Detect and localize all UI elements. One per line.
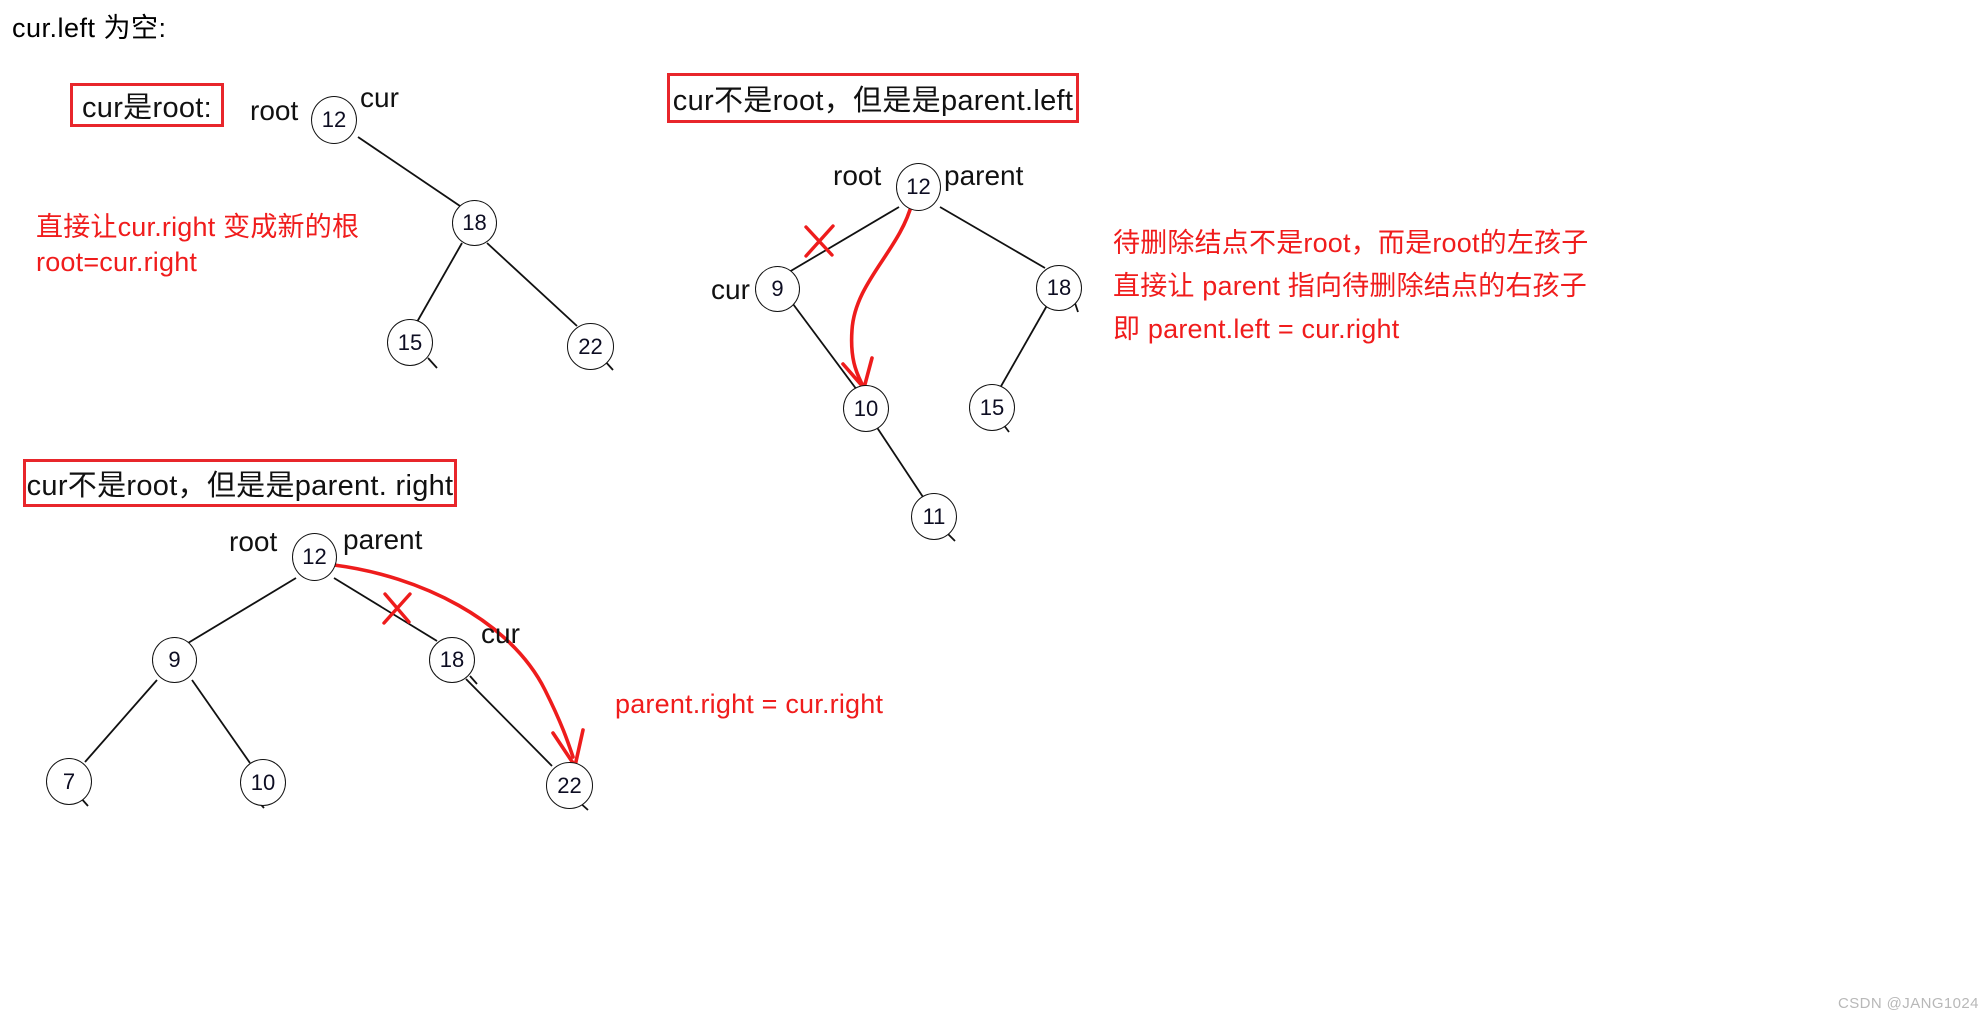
case3-root-tag: root: [229, 526, 278, 557]
tick-18: [469, 675, 478, 685]
tick-18r: [1074, 302, 1079, 313]
case3-node-10-value: 10: [250, 769, 276, 795]
case3-note-line1: parent.right = cur.right: [615, 689, 884, 719]
case3-cur-tag: cur: [481, 618, 520, 649]
case1-node-15-value: 15: [397, 329, 423, 355]
case2-node-12: 12: [896, 163, 941, 211]
edge-12-9: [187, 577, 297, 644]
edge-18-22: [465, 678, 553, 767]
edge-18-15: [416, 242, 463, 323]
edge-9-10: [191, 679, 251, 764]
case2-node-12-value: 12: [906, 174, 931, 199]
case1-note-line2: root=cur.right: [36, 247, 198, 277]
csdn-watermark: CSDN @JANG1024: [1838, 995, 1979, 1012]
case2-edges: [788, 206, 1079, 542]
case3-node-22-value: 22: [557, 772, 582, 798]
case2-node-18-value: 18: [1046, 275, 1072, 300]
case3-node-7: 7: [46, 758, 92, 805]
case2-node-11-value: 11: [922, 503, 946, 529]
case2-parent-tag: parent: [944, 160, 1024, 191]
case2-node-10: 10: [843, 385, 889, 432]
case1-node-22: 22: [567, 323, 614, 370]
case3-caption-label: cur不是root，但是是parent. right: [26, 470, 454, 502]
edge-12-18: [333, 577, 438, 642]
case3-node-18: 18: [429, 637, 475, 683]
edge-12-9: [788, 206, 900, 273]
case2-cur-tag: cur: [711, 274, 750, 305]
case3-node-18-value: 18: [439, 647, 465, 672]
case1-cur-tag: cur: [360, 82, 399, 113]
case2-node-18: 18: [1036, 265, 1082, 311]
case1-caption-label: cur是root:: [82, 92, 213, 124]
case1-node-22-value: 22: [578, 333, 603, 359]
case3-node-12: 12: [292, 533, 337, 581]
case2-node-9-value: 9: [771, 276, 784, 301]
case2-note-line3: 即 parent.left = cur.right: [1113, 314, 1400, 344]
case3-edges: [79, 577, 589, 811]
case1-root-tag: root: [250, 95, 299, 126]
case2-redirect-arrow: [841, 201, 914, 390]
case1-node-18: 18: [452, 200, 497, 246]
case2-note-line1: 待删除结点不是root，而是root的左孩子: [1113, 228, 1589, 258]
edge-12-18: [357, 136, 461, 207]
case1-node-18-value: 18: [462, 210, 487, 235]
case1-caption-box: cur是root:: [70, 83, 224, 127]
case3-node-7-value: 7: [62, 768, 76, 794]
case3-node-12-value: 12: [302, 544, 327, 569]
edge-18-15: [999, 301, 1050, 389]
case3-node-9: 9: [152, 637, 197, 683]
edge-18-22: [486, 242, 578, 327]
case2-node-11: 11: [911, 493, 957, 540]
edge-9-7: [84, 679, 158, 763]
case1-note-line1: 直接让cur.right 变成新的根: [36, 212, 360, 242]
tick-15: [427, 357, 438, 369]
case3-cut-x-icon: [382, 592, 412, 625]
edge-12-18: [939, 206, 1046, 269]
case2-root-tag: root: [833, 160, 882, 191]
case3-node-22: 22: [546, 762, 593, 809]
case3-caption-box: cur不是root，但是是parent. right: [23, 459, 457, 507]
case2-node-15: 15: [969, 384, 1015, 431]
case2-caption-label: cur不是root，但是是parent.left: [672, 85, 1074, 117]
case2-node-10-value: 10: [853, 395, 879, 421]
case3-parent-tag: parent: [343, 524, 423, 555]
case2-cut-x-icon: [804, 224, 835, 258]
case1-node-12-value: 12: [321, 107, 347, 132]
page-heading: cur.left 为空:: [12, 13, 167, 43]
case2-caption-box: cur不是root，但是是parent.left: [667, 73, 1079, 123]
case2-node-9: 9: [755, 266, 800, 312]
case1-node-12: 12: [311, 96, 357, 144]
case2-note-line2: 直接让 parent 指向待删除结点的右孩子: [1113, 271, 1587, 301]
edge-10-11: [875, 425, 924, 498]
case3-node-9-value: 9: [168, 647, 181, 672]
case3-node-10: 10: [240, 759, 286, 806]
case2-node-15-value: 15: [979, 394, 1005, 420]
case1-node-15: 15: [387, 319, 433, 366]
edge-9-10: [792, 303, 858, 391]
